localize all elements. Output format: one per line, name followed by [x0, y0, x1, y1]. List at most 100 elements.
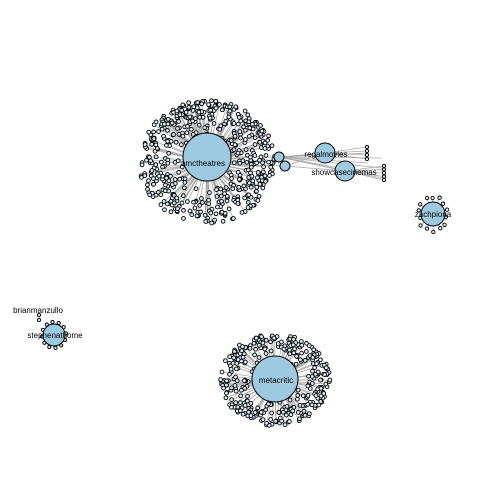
brianmanzullo-leaf-node — [36, 317, 42, 323]
bridge-edge — [278, 156, 383, 179]
amctheatres-leaf-node — [146, 178, 151, 183]
amctheatres-leaf-node — [237, 176, 242, 182]
amctheatres-leaf-node — [250, 121, 255, 127]
metacritic-leaf-node — [238, 400, 243, 405]
metacritic-leaf-node — [305, 383, 311, 389]
amctheatres-leaf-node — [156, 129, 161, 134]
metacritic-leaf-node — [238, 408, 243, 414]
regalmovies-leaf-node — [364, 148, 370, 154]
amctheatres-leaf-node — [226, 114, 232, 120]
amctheatres-leaf-node — [196, 109, 202, 115]
bridge-edge — [278, 156, 383, 169]
amctheatres-leaf-node — [262, 173, 268, 179]
amctheatres-leaf-node — [254, 188, 259, 194]
amctheatres-leaf-node — [255, 175, 260, 180]
amctheatres-leaf-node — [254, 160, 260, 166]
amctheatres-leaf-node — [168, 209, 174, 215]
amctheatres-leaf-node — [145, 182, 150, 188]
metacritic-leaf-node — [309, 402, 315, 408]
metacritic-leaf-node — [313, 393, 319, 398]
metacritic-leaf-node — [266, 401, 271, 407]
metacritic-leaf-node — [318, 377, 323, 383]
zachpiona-node[interactable] — [420, 201, 446, 227]
showcasecinemas-label: showcasecinemas — [311, 168, 376, 177]
amctheatres-leaf-node — [245, 112, 251, 118]
amctheatres-leaf-node — [239, 210, 245, 215]
metacritic-leaf-node — [311, 347, 317, 353]
amctheatres-leaf-node — [181, 185, 187, 191]
amctheatres-leaf-node — [228, 138, 234, 143]
amctheatres-leaf-node — [149, 141, 155, 147]
metacritic-leaf-node — [263, 337, 269, 343]
amctheatres-leaf-node — [211, 121, 217, 126]
amctheatres-leaf-node — [252, 142, 258, 147]
amctheatres-leaf-node — [186, 100, 192, 106]
amctheatres-leaf-node — [194, 213, 200, 219]
metacritic-leaf-node — [287, 419, 292, 424]
amctheatres-leaf-node — [160, 164, 165, 170]
metacritic-leaf-node — [295, 393, 301, 398]
metacritic-leaf-node — [263, 351, 269, 356]
metacritic-leaf-node — [287, 347, 292, 353]
amctheatres-leaf-node — [208, 210, 214, 216]
metacritic-leaf-node — [254, 335, 259, 341]
amctheatres-leaf-node — [165, 160, 171, 166]
metacritic-leaf-node — [252, 410, 258, 415]
amctheatres-leaf-node — [236, 115, 242, 120]
amctheatres-leaf-node — [261, 169, 266, 175]
amctheatres-leaf-node — [169, 182, 175, 187]
metacritic-leaf-node — [276, 410, 282, 415]
amctheatres-node[interactable] — [182, 132, 232, 182]
amctheatres-leaf-node — [260, 160, 265, 166]
amctheatres-leaf-node — [222, 191, 227, 196]
amctheatres-leaf-node — [223, 118, 229, 124]
amctheatres-leaf-node — [153, 154, 159, 160]
amctheatres-leaf-node — [154, 145, 160, 151]
amctheatres-leaf-node — [215, 204, 220, 210]
metacritic-leaf-node — [304, 349, 309, 354]
amctheatres-leaf-node — [171, 200, 177, 206]
amctheatres-leaf-node — [190, 118, 195, 124]
metacritic-leaf-node — [306, 343, 312, 348]
amctheatres-leaf-node — [214, 194, 220, 199]
amctheatres-leaf-node — [180, 133, 186, 139]
metacritic-node[interactable] — [251, 355, 299, 403]
metacritic-leaf-node — [234, 361, 240, 366]
amctheatres-leaf-node — [231, 147, 237, 153]
metacritic-leaf-node — [305, 393, 311, 398]
metacritic-leaf-node — [294, 396, 300, 402]
stephenathome-node[interactable] — [42, 323, 66, 347]
amctheatres-leaf-node — [169, 120, 175, 126]
amctheatres-leaf-node — [185, 199, 190, 204]
amctheatres-leaf-node — [171, 192, 177, 198]
showcasecinemas-node[interactable] — [334, 160, 356, 182]
amctheatres-leaf-node — [164, 175, 169, 181]
amctheatres-leaf-node — [179, 164, 185, 170]
metacritic-leaf-node — [221, 385, 226, 391]
amctheatres-leaf-node — [263, 153, 269, 158]
amctheatres-leaf-node — [257, 181, 263, 187]
regalmovies-node[interactable] — [314, 142, 336, 164]
metacritic-leaf-node — [299, 342, 305, 348]
metacritic-leaf-node — [299, 350, 304, 356]
amctheatres-leaf-node — [233, 104, 239, 110]
metacritic-leaf-node — [238, 393, 244, 399]
amctheatres-leaf-node — [190, 108, 196, 113]
bridge-node-upper[interactable] — [273, 151, 285, 163]
amctheatres-leaf-node — [256, 193, 262, 199]
amctheatres-leaf-node — [151, 176, 156, 181]
metacritic-leaf-node — [252, 352, 257, 358]
metacritic-leaf-node — [218, 377, 223, 382]
regalmovies-label: regalmovies — [304, 150, 347, 159]
metacritic-leaf-node — [223, 395, 229, 401]
regalmovies-leaf-node — [364, 152, 370, 158]
zachpiona-leaf-node — [418, 223, 423, 228]
amctheatres-leaf-node — [191, 199, 196, 205]
bridge-node-lower[interactable] — [279, 160, 291, 172]
metacritic-leaf-node — [227, 371, 232, 377]
amctheatres-leaf-node — [151, 181, 156, 187]
metacritic-leaf-node — [242, 403, 248, 408]
amctheatres-leaf-node — [158, 202, 164, 207]
zachpiona-leaf-node — [437, 195, 442, 200]
